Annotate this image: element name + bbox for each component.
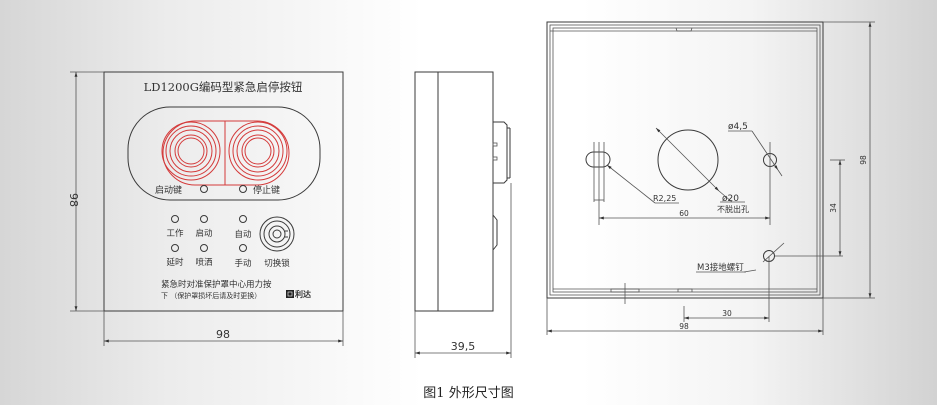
side-button-protrusion [493,121,508,184]
key-lock-label: 切换锁 [264,258,290,269]
indicator-delay-label: 延时 [166,257,184,268]
mounting-slot [585,151,611,168]
start-key-led-icon [200,185,208,193]
button-window [127,106,321,201]
indicator-auto-label: 自动 [234,229,252,240]
side-clip [492,214,498,251]
stop-key-led-icon [239,185,247,193]
stop-button-graphic [228,121,288,181]
center-hole-note: 不脱出孔 [717,204,749,214]
mount-hole-label: ø4,5 [728,122,748,132]
back-dim-width: 98 [679,322,689,331]
brand-name: 利达 [294,289,311,299]
indicator-auto-led-icon [239,215,247,223]
start-key-label: 启动键 [155,184,182,196]
ground-offset-dim: 30 [722,309,732,318]
start-button-graphic [161,120,290,186]
front-dim-width: 98 [216,328,230,341]
indicator-start-label: 启动 [195,228,213,239]
front-title: LD1200G编码型紧急启停按钮 [144,80,303,94]
indicator-manual-label: 手动 [234,258,252,269]
indicator-start-led-icon [200,215,208,223]
back-dim-height: 98 [859,155,868,165]
side-body-outline [414,71,494,312]
front-panel-outline [103,71,344,312]
figure-caption: 图1 外形尺寸图 [423,386,514,401]
side-view: 39,5 [414,71,512,358]
indicator-spray-label: 喷洒 [195,257,213,268]
instruction-line-2: 下 （保护罩损坏后请及时更换） [161,291,261,300]
key-lock-icon [259,216,295,252]
back-inner-frame [552,27,818,293]
stop-key-label: 停止键 [253,184,280,196]
slot-radius-label: R2,25 [653,194,676,203]
indicator-work-label: 工作 [166,228,184,239]
side-dim-depth: 39,5 [451,340,476,353]
indicator-manual-led-icon [239,244,247,252]
back-view: R2,25 ø20 不脱出孔 ø4,5 60 M3接地螺钉 30 [546,21,875,335]
indicator-spray-led-icon [200,244,208,252]
front-dim-height: 98 [67,193,80,207]
instruction-line-1: 紧急时对准保护罩中心用力按 [161,279,272,290]
hole-spacing-dim: 60 [679,209,689,218]
front-view: LD1200G编码型紧急启停按钮 启动键 停止键 工作 启动 [67,71,344,346]
back-outer-frame [546,21,824,299]
center-hole-label: ø20 [722,194,739,204]
ground-height-dim: 34 [829,203,838,213]
indicator-delay-led-icon [171,244,179,252]
ground-screw-label: M3接地螺钉 [697,262,744,273]
brand-logo: 利达 [286,289,311,299]
indicator-work-led-icon [171,215,179,223]
